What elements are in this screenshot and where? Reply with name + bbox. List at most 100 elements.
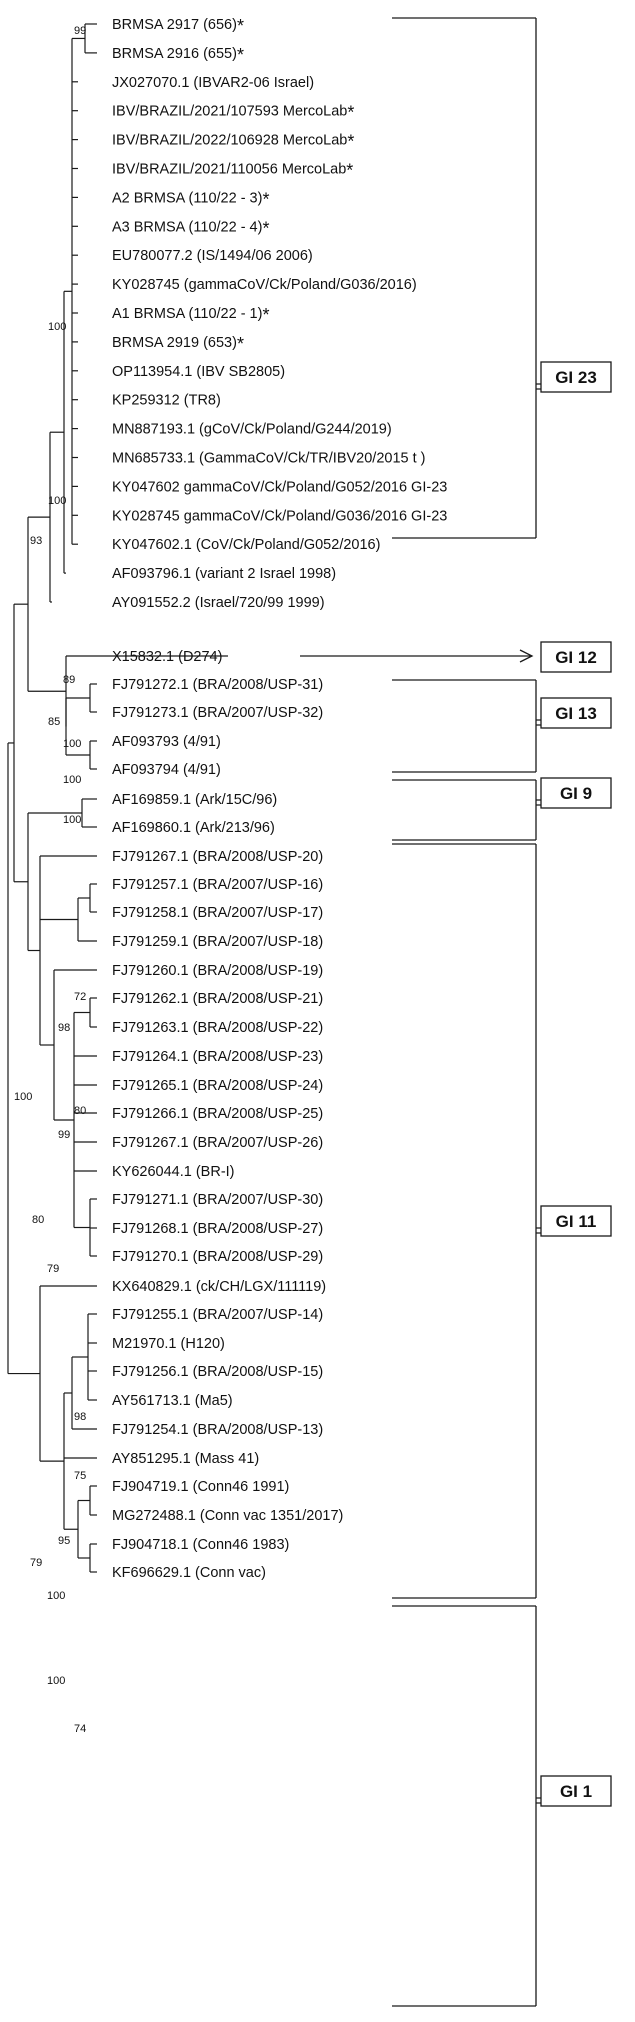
tip-label: A3 BRMSA (110/22 - 4)* xyxy=(112,218,269,238)
tip-label: AF169859.1 (Ark/15C/96) xyxy=(112,792,277,808)
tip-label: FJ791271.1 (BRA/2007/USP-30) xyxy=(112,1192,323,1208)
tip-label: IBV/BRAZIL/2022/106928 MercoLab* xyxy=(112,132,354,152)
tip-label: AY851295.1 (Mass 41) xyxy=(112,1451,259,1467)
clade-label: GI 1 xyxy=(560,1782,592,1801)
tip-label: EU780077.2 (IS/1494/06 2006) xyxy=(112,248,313,264)
star-marker: * xyxy=(237,45,244,65)
tip-label: KY028745 (gammaCoV/Ck/Poland/G036/2016) xyxy=(112,277,417,293)
bootstrap-label: 79 xyxy=(47,1263,59,1275)
tip-label: FJ791254.1 (BRA/2008/USP-13) xyxy=(112,1422,323,1438)
tip-label: FJ791267.1 (BRA/2008/USP-20) xyxy=(112,849,323,865)
bootstrap-label: 75 xyxy=(74,1470,86,1482)
bootstrap-label: 100 xyxy=(63,774,81,786)
tip-label: FJ791265.1 (BRA/2008/USP-24) xyxy=(112,1078,323,1094)
bootstrap-label: 99 xyxy=(58,1129,70,1141)
bootstrap-values: 9910010093858910010010010072988099807998… xyxy=(14,25,86,1735)
clade-label: GI 23 xyxy=(555,368,597,387)
clade-label: GI 12 xyxy=(555,648,597,667)
star-marker: * xyxy=(346,161,353,181)
tip-label: A1 BRMSA (110/22 - 1)* xyxy=(112,305,269,325)
tip-label: KF696629.1 (Conn vac) xyxy=(112,1565,266,1581)
tip-label: FJ904718.1 (Conn46 1983) xyxy=(112,1537,289,1553)
bootstrap-label: 100 xyxy=(14,1091,32,1103)
bootstrap-label: 80 xyxy=(32,1214,44,1226)
clade-label-box xyxy=(540,1775,612,1807)
tip-label: KY626044.1 (BR-I) xyxy=(112,1164,235,1180)
star-marker: * xyxy=(237,16,244,36)
star-marker: * xyxy=(347,103,354,123)
clade-label: GI 13 xyxy=(555,704,597,723)
star-marker: * xyxy=(262,189,269,209)
tip-label: MG272488.1 (Conn vac 1351/2017) xyxy=(112,1508,343,1524)
clade-label-box xyxy=(540,697,612,729)
tip-label: KY047602.1 (CoV/Ck/Poland/G052/2016) xyxy=(112,537,380,553)
tip-label: BRMSA 2917 (656)* xyxy=(112,16,244,36)
tip-label: AF169860.1 (Ark/213/96) xyxy=(112,820,275,836)
tip-label: KX640829.1 (ck/CH/LGX/111119) xyxy=(112,1279,326,1295)
bootstrap-label: 89 xyxy=(63,674,75,686)
tip-label: AY561713.1 (Ma5) xyxy=(112,1393,233,1409)
tip-label: FJ791262.1 (BRA/2008/USP-21) xyxy=(112,991,323,1007)
tip-label: X15832.1 (D274) xyxy=(112,649,222,665)
tip-label: FJ791267.1 (BRA/2007/USP-26) xyxy=(112,1135,323,1151)
star-marker: * xyxy=(262,218,269,238)
clade-label-box xyxy=(540,361,612,393)
tip-label: FJ791259.1 (BRA/2007/USP-18) xyxy=(112,934,323,950)
tip-label: FJ791260.1 (BRA/2008/USP-19) xyxy=(112,963,323,979)
tip-label: AF093794 (4/91) xyxy=(112,762,221,778)
bootstrap-label: 100 xyxy=(63,738,81,750)
bootstrap-label: 72 xyxy=(74,991,86,1003)
tip-label: FJ791272.1 (BRA/2008/USP-31) xyxy=(112,677,323,693)
tip-label: BRMSA 2916 (655)* xyxy=(112,45,244,65)
tip-label: FJ791255.1 (BRA/2007/USP-14) xyxy=(112,1307,323,1323)
tip-label: KP259312 (TR8) xyxy=(112,393,221,409)
clade-label: GI 11 xyxy=(556,1212,597,1231)
clade-label-box xyxy=(540,777,612,809)
tip-label: FJ791263.1 (BRA/2008/USP-22) xyxy=(112,1020,323,1036)
star-marker: * xyxy=(262,305,269,325)
tip-label: FJ791270.1 (BRA/2008/USP-29) xyxy=(112,1249,323,1265)
tip-label: MN887193.1 (gCoV/Ck/Poland/G244/2019) xyxy=(112,422,392,438)
tip-label: FJ791256.1 (BRA/2008/USP-15) xyxy=(112,1364,323,1380)
tip-label: OP113954.1 (IBV SB2805) xyxy=(112,364,285,380)
tip-label: FJ791268.1 (BRA/2008/USP-27) xyxy=(112,1221,323,1237)
tip-label: FJ904719.1 (Conn46 1991) xyxy=(112,1479,289,1495)
tip-label: KY047602 gammaCoV/Ck/Poland/G052/2016 GI… xyxy=(112,479,447,495)
tip-label: FJ791264.1 (BRA/2008/USP-23) xyxy=(112,1049,323,1065)
clade-label: GI 9 xyxy=(560,784,592,803)
bootstrap-label: 100 xyxy=(48,495,66,507)
arrow-head xyxy=(519,649,534,663)
bootstrap-label: 99 xyxy=(74,25,86,37)
tip-label: FJ791273.1 (BRA/2007/USP-32) xyxy=(112,705,323,721)
tip-label: FJ791258.1 (BRA/2007/USP-17) xyxy=(112,905,323,921)
bootstrap-label: 98 xyxy=(58,1022,70,1034)
bootstrap-label: 93 xyxy=(30,535,42,547)
tip-label: AF093793 (4/91) xyxy=(112,734,221,750)
clade-label-box xyxy=(540,641,612,673)
tip-label: M21970.1 (H120) xyxy=(112,1336,225,1352)
tip-label: JX027070.1 (IBVAR2-06 Israel) xyxy=(112,75,314,91)
bootstrap-label: 80 xyxy=(74,1105,86,1117)
clade-label-box xyxy=(540,1205,612,1237)
tip-label: IBV/BRAZIL/2021/107593 MercoLab* xyxy=(112,103,354,123)
tip-label: A2 BRMSA (110/22 - 3)* xyxy=(112,189,269,209)
bootstrap-label: 98 xyxy=(74,1411,86,1423)
tip-label: MN685733.1 (GammaCoV/Ck/TR/IBV20/2015 t … xyxy=(112,451,426,467)
tip-label: BRMSA 2919 (653)* xyxy=(112,334,244,354)
star-marker: * xyxy=(237,334,244,354)
tip-label: FJ791257.1 (BRA/2007/USP-16) xyxy=(112,877,323,893)
tip-label: AF093796.1 (variant 2 Israel 1998) xyxy=(112,566,336,582)
tip-label: FJ791266.1 (BRA/2008/USP-25) xyxy=(112,1106,323,1122)
tip-label: AY091552.2 (Israel/720/99 1999) xyxy=(112,595,325,611)
bootstrap-label: 74 xyxy=(74,1723,86,1735)
bootstrap-label: 100 xyxy=(63,814,81,826)
bootstrap-label: 100 xyxy=(48,321,66,333)
tip-labels: BRMSA 2917 (656)* BRMSA 2916 (655)* JX0270… xyxy=(112,16,447,1581)
bootstrap-label: 100 xyxy=(47,1590,65,1602)
bootstrap-label: 100 xyxy=(47,1675,65,1687)
bootstrap-label: 95 xyxy=(58,1535,70,1547)
tree-branches xyxy=(7,23,228,1573)
clade-brackets: GI 23 GI 12 GI 13 GI 9 GI 11 GI 1 xyxy=(300,17,612,2007)
